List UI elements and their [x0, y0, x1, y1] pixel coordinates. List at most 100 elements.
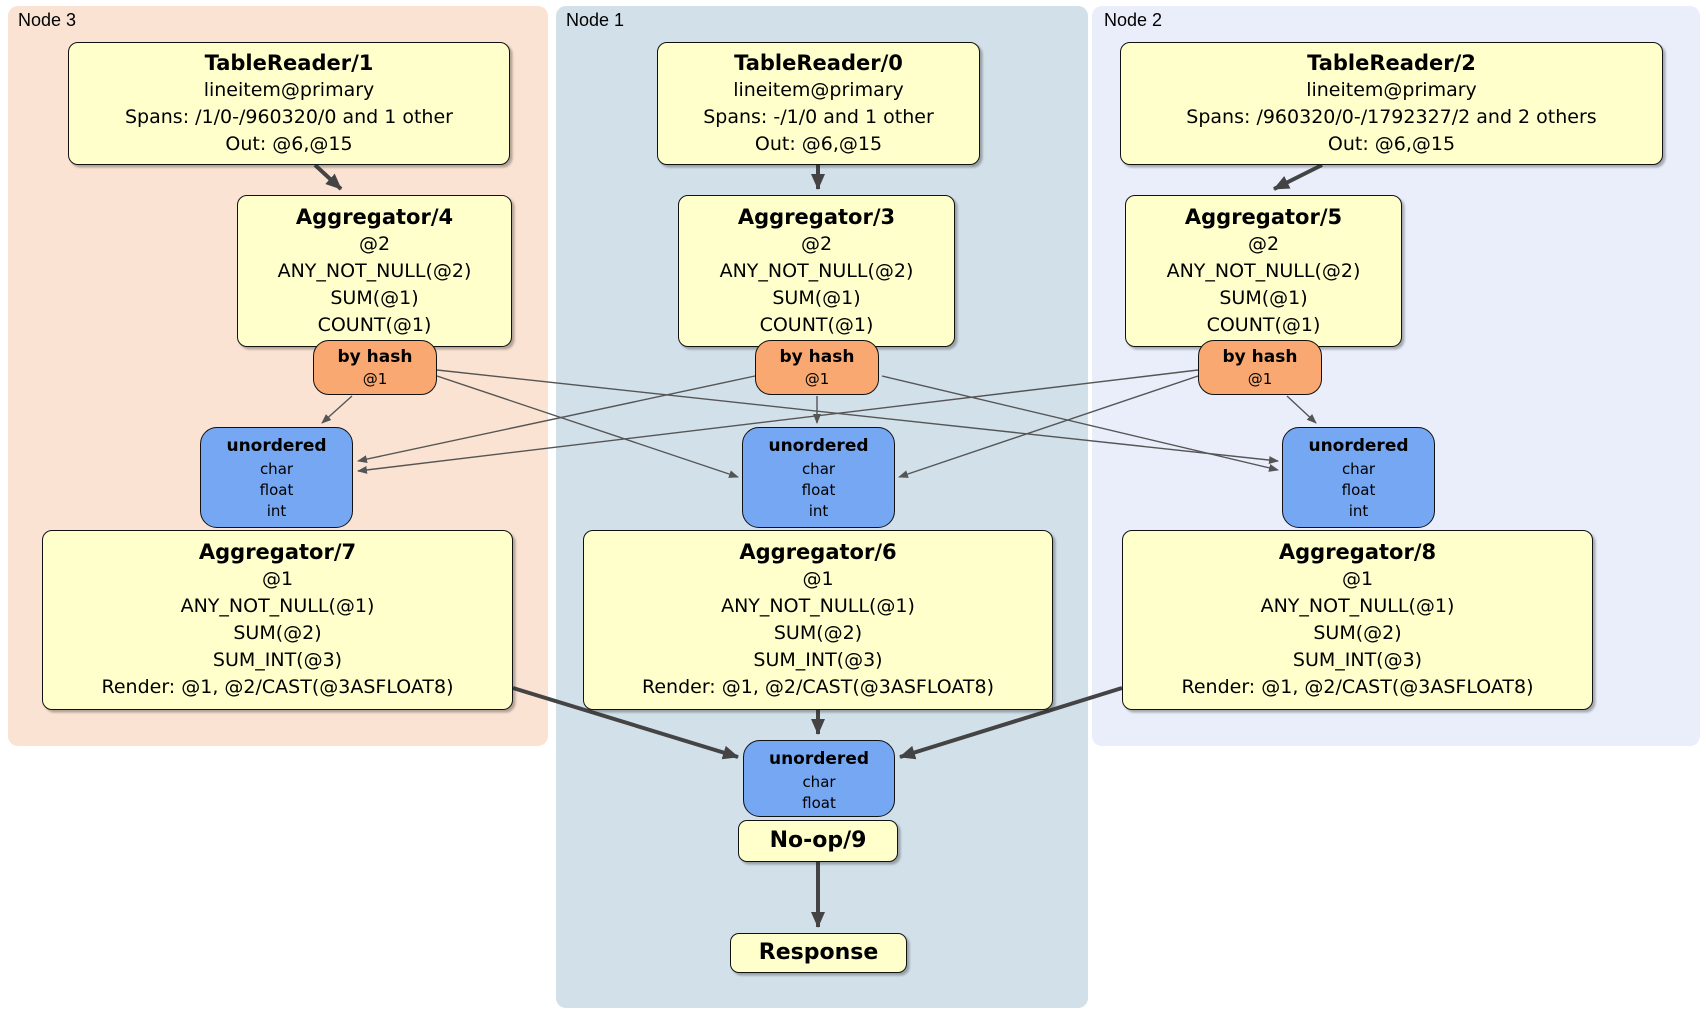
- aggregator3-fn3: COUNT(@1): [759, 314, 874, 336]
- aggregator7-box: Aggregator/7 @1 ANY_NOT_NULL(@1) SUM(@2)…: [42, 530, 513, 710]
- edge-aggregator8-final-sync: [899, 686, 1123, 760]
- router-node2-title: by hash: [1222, 347, 1298, 367]
- router-node2-detail: @1: [1247, 370, 1273, 388]
- aggregator6-render: Render: @1, @2/CAST(@3ASFLOAT8): [642, 676, 994, 698]
- aggregator6-group: @1: [802, 568, 834, 590]
- aggregator5-fn1: ANY_NOT_NULL(@2): [1166, 260, 1361, 282]
- aggregator6-title: Aggregator/6: [739, 540, 897, 564]
- edge-aggregator7-final-sync: [512, 686, 739, 760]
- sync-node2-box: unordered char float int: [1282, 427, 1435, 528]
- sync-final-col2: float: [802, 794, 836, 812]
- tablereader0-spans: Spans: -/1/0 and 1 other: [703, 106, 934, 128]
- tablereader0-index: lineitem@primary: [733, 79, 904, 101]
- sync-node2-title: unordered: [1308, 436, 1409, 456]
- aggregator6-fn3: SUM_INT(@3): [753, 649, 883, 671]
- aggregator6-box: Aggregator/6 @1 ANY_NOT_NULL(@1) SUM(@2)…: [583, 530, 1053, 710]
- edge-tablereader1-aggregator4: [313, 163, 343, 191]
- router-node1-title: by hash: [779, 347, 855, 367]
- response-box: Response: [730, 933, 907, 973]
- aggregator5-title: Aggregator/5: [1184, 205, 1343, 229]
- aggregator5-box: Aggregator/5 @2 ANY_NOT_NULL(@2) SUM(@1)…: [1125, 195, 1402, 347]
- tablereader0-box: TableReader/0 lineitem@primary Spans: -/…: [657, 42, 980, 165]
- sync-node1-col1: char: [801, 460, 836, 478]
- aggregator8-fn2: SUM(@2): [1313, 622, 1402, 644]
- sync-node2-col3: int: [1348, 502, 1369, 520]
- tablereader2-box: TableReader/2 lineitem@primary Spans: /9…: [1120, 42, 1663, 165]
- tablereader2-out: Out: @6,@15: [1327, 133, 1456, 155]
- sync-node2-col2: float: [1341, 481, 1376, 499]
- noop-title: No-op/9: [769, 828, 867, 853]
- router-node2-box: by hash @1: [1198, 340, 1322, 395]
- aggregator8-fn1: ANY_NOT_NULL(@1): [1260, 595, 1455, 617]
- aggregator8-render: Render: @1, @2/CAST(@3ASFLOAT8): [1181, 676, 1534, 698]
- aggregator4-title: Aggregator/4: [295, 205, 454, 229]
- sync-node3-col2: float: [259, 481, 294, 499]
- edge-router2-sync3: [357, 369, 1199, 474]
- tablereader0-out: Out: @6,@15: [754, 133, 883, 155]
- noop-box: No-op/9: [738, 820, 898, 862]
- sync-node3-box: unordered char float int: [200, 427, 353, 528]
- tablereader1-title: TableReader/1: [204, 51, 374, 75]
- sync-final-col1: char: [802, 773, 836, 791]
- router-node3-title: by hash: [337, 347, 413, 367]
- aggregator8-title: Aggregator/8: [1278, 540, 1437, 564]
- edge-router1-sync3: [357, 375, 756, 464]
- aggregator3-fn1: ANY_NOT_NULL(@2): [719, 260, 914, 282]
- aggregator6-fn2: SUM(@2): [773, 622, 863, 644]
- edge-tablereader2-aggregator5: [1273, 163, 1323, 191]
- aggregator6-fn1: ANY_NOT_NULL(@1): [721, 595, 915, 617]
- aggregator3-fn2: SUM(@1): [772, 287, 861, 309]
- router-sync-edges: [321, 369, 1317, 478]
- aggregator7-title: Aggregator/7: [198, 540, 357, 564]
- tablereader1-index: lineitem@primary: [203, 79, 375, 101]
- aggregator8-fn3: SUM_INT(@3): [1292, 649, 1423, 671]
- aggregator4-fn3: COUNT(@1): [317, 314, 432, 336]
- sync-node1-title: unordered: [768, 436, 869, 456]
- aggregator4-box: Aggregator/4 @2 ANY_NOT_NULL(@2) SUM(@1)…: [237, 195, 512, 347]
- edge-router3-sync2: [436, 369, 1279, 465]
- aggregator7-render: Render: @1, @2/CAST(@3ASFLOAT8): [101, 676, 454, 698]
- tablereader1-spans: Spans: /1/0-/960320/0 and 1 other: [125, 106, 453, 128]
- aggregator3-group: @2: [800, 233, 833, 255]
- sync-node3-title: unordered: [226, 436, 327, 456]
- sync-final-box: unordered char float: [743, 740, 895, 817]
- tablereader2-spans: Spans: /960320/0-/1792327/2 and 2 others: [1186, 106, 1597, 128]
- aggregator7-fn3: SUM_INT(@3): [212, 649, 343, 671]
- sync-node1-col3: int: [808, 502, 829, 520]
- edge-router2-sync1: [898, 375, 1199, 478]
- aggregator8-group: @1: [1341, 568, 1374, 590]
- aggregator5-group: @2: [1247, 233, 1280, 255]
- node2-label: Node 2: [1104, 10, 1163, 30]
- edge-router3-sync1: [436, 375, 739, 478]
- tablereader1-box: TableReader/1 lineitem@primary Spans: /1…: [68, 42, 510, 165]
- aggregator4-fn2: SUM(@1): [330, 287, 419, 309]
- aggregator3-box: Aggregator/3 @2 ANY_NOT_NULL(@2) SUM(@1)…: [678, 195, 955, 347]
- edge-router1-sync2: [881, 375, 1279, 472]
- router-node1-detail: @1: [804, 370, 830, 388]
- aggregator3-title: Aggregator/3: [737, 205, 896, 229]
- tablereader1-out: Out: @6,@15: [225, 133, 353, 155]
- tablereader2-index: lineitem@primary: [1306, 79, 1477, 101]
- edge-router2-sync2: [1286, 395, 1317, 424]
- aggregator4-fn1: ANY_NOT_NULL(@2): [277, 260, 472, 282]
- response-title: Response: [758, 940, 879, 965]
- sync-final-title: unordered: [768, 749, 870, 769]
- sync-node3-col3: int: [266, 502, 287, 520]
- aggregator8-box: Aggregator/8 @1 ANY_NOT_NULL(@1) SUM(@2)…: [1122, 530, 1593, 710]
- router-node3-detail: @1: [362, 370, 388, 388]
- node1-label: Node 1: [566, 10, 625, 30]
- node3-label: Node 3: [18, 10, 77, 30]
- sync-node3-col1: char: [259, 460, 294, 478]
- sync-node1-col2: float: [801, 481, 836, 499]
- edge-router3-sync3: [321, 395, 353, 424]
- router-node3-box: by hash @1: [313, 340, 437, 395]
- thick-edges: [313, 163, 1323, 928]
- aggregator7-group: @1: [261, 568, 294, 590]
- sync-node1-box: unordered char float int: [742, 427, 895, 528]
- aggregator5-fn3: COUNT(@1): [1206, 314, 1321, 336]
- aggregator4-group: @2: [358, 233, 391, 255]
- aggregator5-fn2: SUM(@1): [1219, 287, 1308, 309]
- tablereader2-title: TableReader/2: [1307, 51, 1476, 75]
